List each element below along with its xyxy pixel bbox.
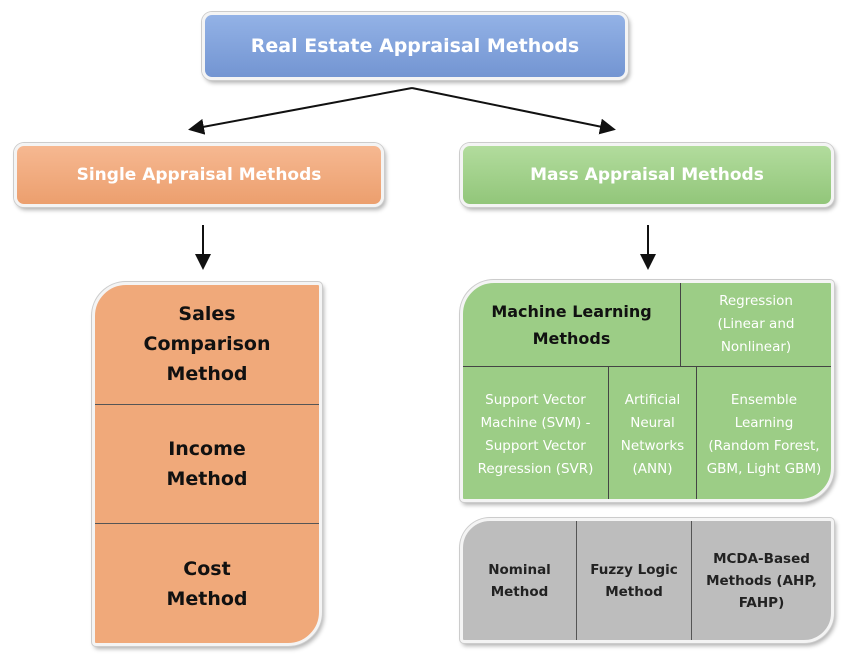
arrow-to-mass [411,87,616,135]
mcda-methods: MCDA-Based Methods (AHP, FAHP) [706,550,817,611]
single-methods-stack: Sales Comparison Method Income Method Co… [92,282,322,646]
regression-cell: Regression (Linear and Nonlinear) [681,283,831,367]
single-appraisal-node: Single Appraisal Methods [14,143,384,207]
fuzzy-logic-method: Fuzzy Logic Method [577,521,692,640]
ensemble-cell: Ensemble Learning (Random Forest, GBM, L… [706,391,822,477]
other-methods-block: Nominal Method Fuzzy Logic Method MCDA-B… [460,518,834,643]
ann-cell: Artificial Neural Networks (ANN) [609,367,697,499]
svm-cell: Support Vector Machine (SVM) - Support V… [463,367,609,499]
arrow-to-single [188,87,413,135]
machine-learning-block: Machine Learning Methods Regression (Lin… [460,280,834,502]
root-node: Real Estate Appraisal Methods [202,12,628,80]
sales-comparison-method: Sales Comparison Method [95,285,319,405]
cost-method: Cost Method [166,557,248,610]
nominal-method: Nominal Method [463,521,577,640]
income-method: Income Method [95,405,319,525]
ml-header: Machine Learning Methods [463,283,681,367]
mass-appraisal-node: Mass Appraisal Methods [460,143,834,207]
